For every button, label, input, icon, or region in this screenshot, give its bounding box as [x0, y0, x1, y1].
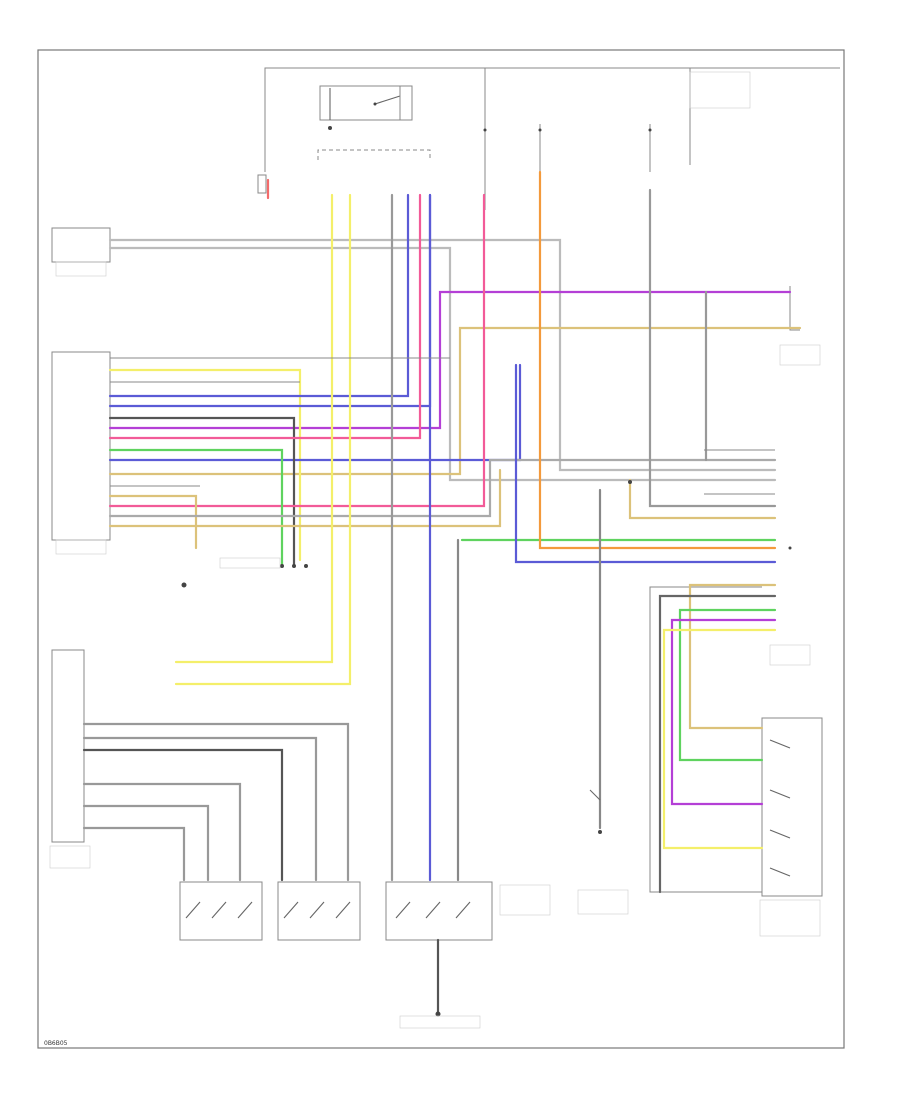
wire-darkgray-2 [82, 748, 284, 882]
right-module-bracket [649, 586, 762, 893]
wire-tan-4 [628, 478, 777, 520]
wire-green-3 [678, 608, 777, 762]
switch-contacts [185, 739, 791, 919]
selector-lever-switch-block [761, 717, 823, 897]
wire-darkgray-3 [658, 594, 777, 894]
ground-node [304, 564, 308, 568]
wire-yellow-2 [174, 193, 334, 664]
ground-node [435, 1011, 441, 1017]
ground-node [181, 582, 187, 588]
wire-blue-4 [514, 363, 777, 564]
right-paddle-switch [277, 881, 361, 941]
wire-gray-13 [82, 826, 186, 882]
wire-gray-1 [108, 238, 777, 472]
ground-node [598, 830, 602, 834]
left-upper-module [51, 227, 111, 263]
wire-tan-3 [108, 468, 502, 528]
relay-box [319, 85, 413, 121]
wire-yellow-1 [108, 368, 302, 562]
wire-gray-2 [108, 246, 777, 482]
wire-blue-2 [108, 193, 432, 408]
wire-violet-2 [670, 618, 777, 806]
wire-violet-1 [108, 290, 792, 430]
wires [82, 170, 802, 1014]
wire-gray-4 [648, 188, 777, 508]
diagram-frame [37, 49, 845, 1049]
shift-lock-module [51, 649, 85, 843]
wire-blue-1 [108, 193, 410, 398]
wire-tan-2 [108, 494, 198, 550]
wire-blue-3 [108, 363, 522, 462]
ground-node [628, 480, 632, 484]
wire-darkgray-1 [108, 416, 296, 567]
wire-tan-1 [108, 326, 802, 476]
wire-orange-1 [538, 170, 777, 550]
wire-pink-2 [108, 193, 486, 508]
wire-gray-10 [82, 736, 318, 882]
caption-marks [49, 71, 821, 1029]
wire-gray-12 [82, 804, 210, 882]
fuse-relay-block [257, 67, 840, 210]
wire-pink-1 [108, 193, 422, 440]
left-paddle-switch [179, 881, 263, 941]
wire-gray-3 [108, 458, 777, 518]
wire-gray-9 [82, 722, 350, 882]
wire-yellow-3 [174, 193, 352, 686]
ground-node [280, 564, 284, 568]
wire-tan-5 [688, 583, 777, 730]
transmission-control-module [51, 351, 111, 541]
connector-pins [110, 357, 775, 495]
wire-yellow-4 [662, 628, 777, 850]
wire-gray-11 [82, 782, 242, 882]
diagram-reference: 0B6B05 [44, 1040, 68, 1047]
ground-node [292, 564, 296, 568]
ground-points [181, 480, 792, 1017]
ground-node [788, 546, 792, 550]
